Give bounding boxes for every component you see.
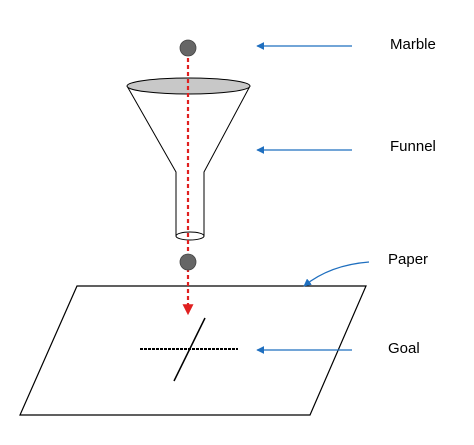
paper-sheet xyxy=(19,285,367,416)
goal-slanted-mark xyxy=(173,317,206,382)
marble-label: Marble xyxy=(390,36,436,53)
funnel-spout-opening xyxy=(175,231,205,241)
marble-top xyxy=(179,39,197,57)
funnel-label: Funnel xyxy=(390,138,436,155)
paper-label: Paper xyxy=(388,251,429,268)
goal-label: Goal xyxy=(388,340,420,357)
paper-arrow xyxy=(303,261,370,287)
marble-bottom xyxy=(179,253,197,271)
